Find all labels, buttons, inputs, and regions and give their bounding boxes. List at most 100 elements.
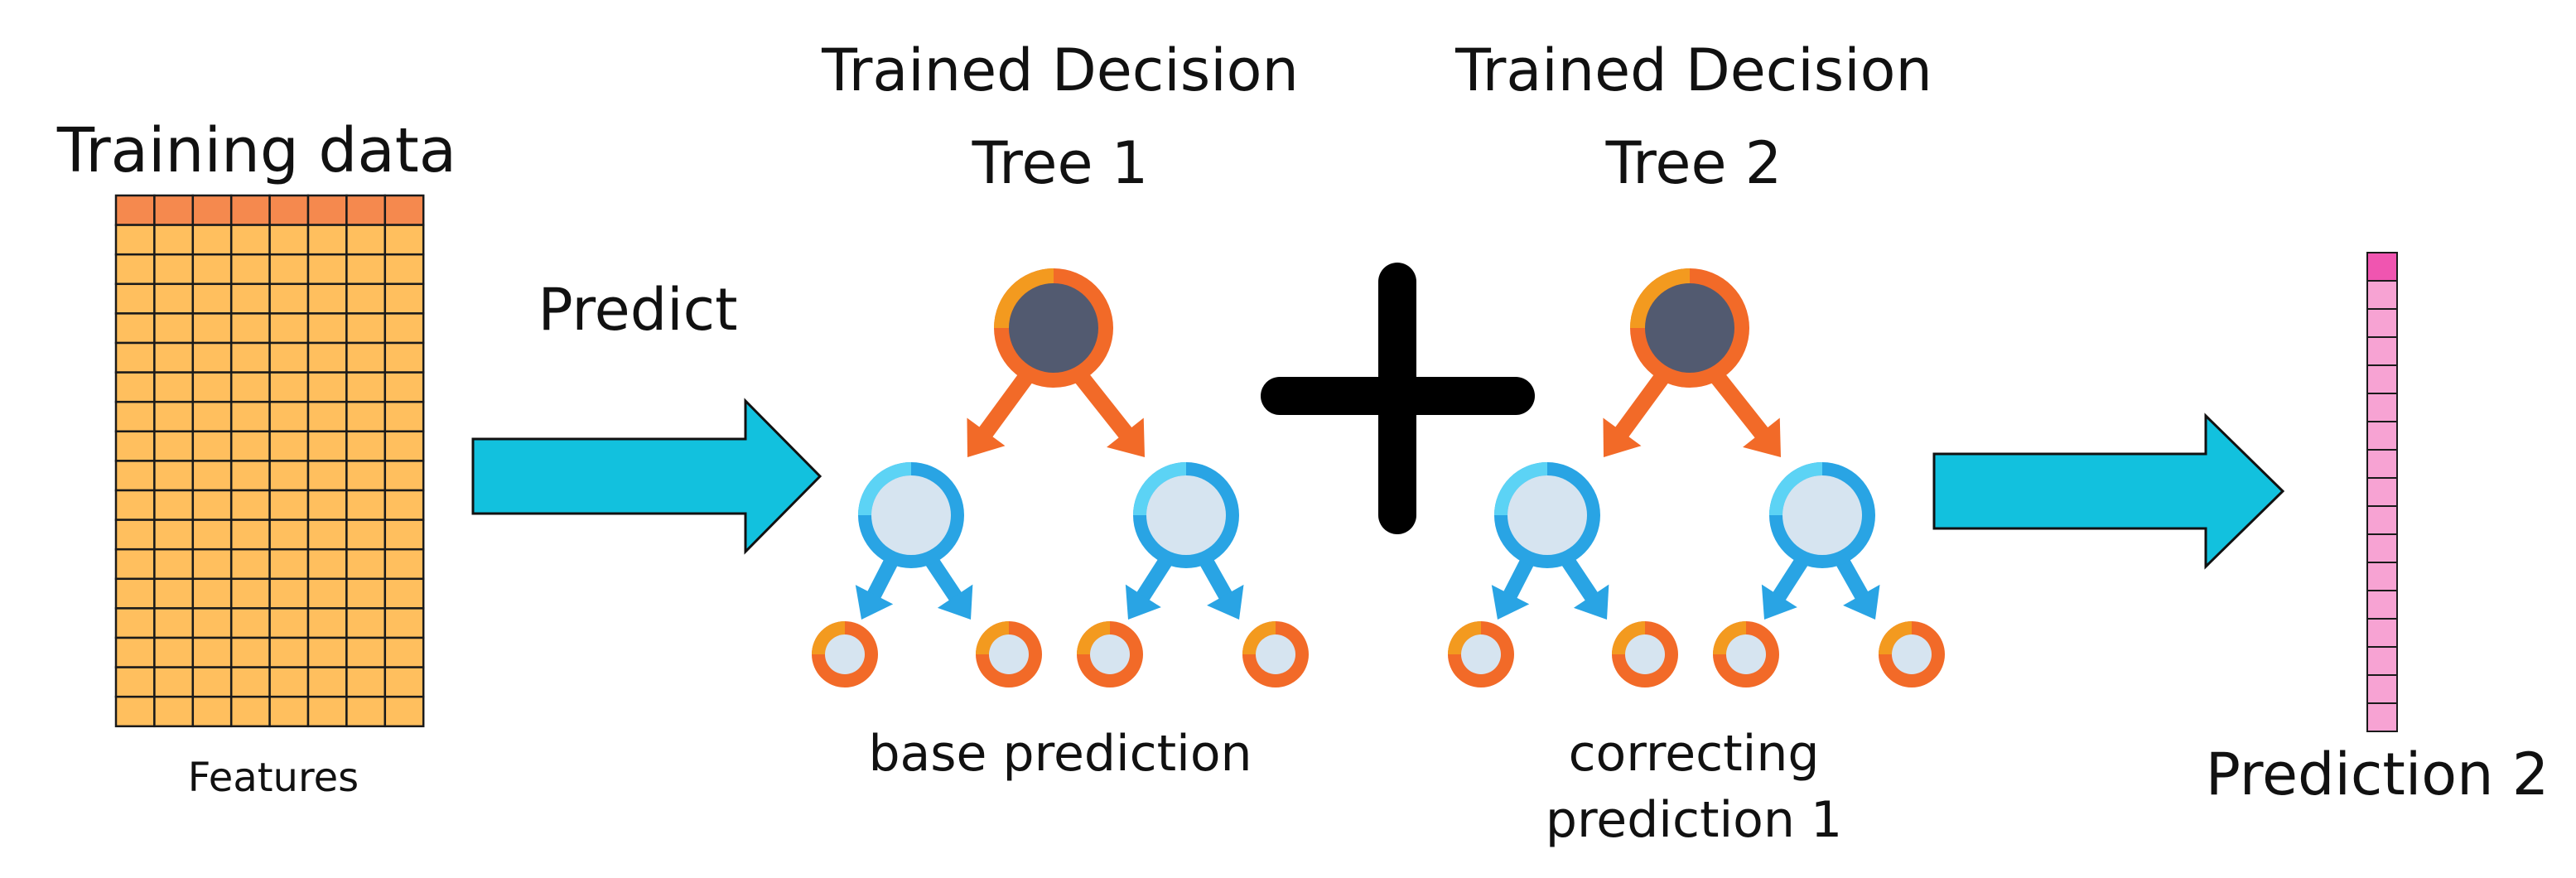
grid-cell [191,460,233,492]
grid-cell [229,430,271,462]
grid-cell [229,460,271,492]
grid-cell [384,312,425,345]
grid-cell [384,666,425,698]
grid-cell [191,666,233,698]
output-cell [2366,702,2398,732]
grid-cell [191,695,233,728]
leaf-node-accent [976,621,1009,654]
split-node-accent [1769,462,1822,515]
tree-edge-arrowhead [1125,584,1161,620]
grid-cell [306,341,348,374]
plus-icon [1261,263,1535,534]
grid-cell [384,253,425,286]
grid-cell [268,666,310,698]
grid-cell [153,519,195,551]
grid-cell [306,519,348,551]
grid-cell [306,224,348,256]
grid-cell [384,400,425,433]
grid-cell [229,194,271,226]
grid-cell [268,371,310,403]
features-label: Features [187,755,359,801]
grid-cell [306,460,348,492]
tree-edge [1070,365,1134,441]
tree-edge-arrowhead [1207,584,1244,620]
tree-edge [1614,365,1673,441]
tree-edge [1706,365,1770,441]
grid-cell [384,282,425,315]
grid-cell [191,253,233,286]
grid-cell [306,636,348,668]
output-cell [2366,646,2398,676]
grid-cell [268,607,310,639]
grid-cell [191,607,233,639]
tree-edge-arrowhead [1743,417,1781,457]
grid-cell [229,548,271,581]
grid-cell [153,312,195,345]
grid-cell [229,341,271,374]
grid-cell [229,519,271,551]
leaf-node-center [989,634,1029,674]
grid-cell [268,489,310,521]
grid-cell [153,194,195,226]
grid-cell [306,666,348,698]
split-node-center [1507,475,1587,555]
grid-cell [114,666,156,698]
leaf-node-center [1256,634,1295,674]
split-node-accent [1133,462,1186,515]
grid-cell [306,371,348,403]
tree1-caption: base prediction [868,725,1252,783]
grid-cell [153,607,195,639]
grid-cell [268,194,310,226]
leaf-node-center [1461,634,1501,674]
leaf-node-accent [812,621,845,654]
grid-cell [345,341,387,374]
leaf-node-accent [1242,621,1276,654]
grid-cell [229,400,271,433]
output-cell [2366,449,2398,479]
training-data-grid [114,194,425,728]
output-cell [2366,477,2398,507]
tree-edge-arrowhead [1603,417,1642,457]
grid-cell [306,430,348,462]
grid-cell [268,224,310,256]
grid-cell [384,341,425,374]
output-cell [2366,590,2398,620]
grid-cell [306,548,348,581]
leaf-node-accent [1713,621,1746,654]
grid-cell [153,666,195,698]
grid-cell [114,312,156,345]
grid-cell [191,400,233,433]
grid-cell [384,548,425,581]
grid-cell [153,460,195,492]
grid-cell [191,489,233,521]
grid-cell [229,371,271,403]
grid-cell [153,489,195,521]
grid-cell [345,548,387,581]
grid-cell [191,224,233,256]
grid-cell [153,371,195,403]
tree2-title-line1: Trained Decision [1455,36,1932,104]
grid-cell [345,371,387,403]
grid-cell [114,577,156,610]
decision-tree-2-icon [1448,268,1945,687]
leaf-node-center [1892,634,1932,674]
grid-cell [268,577,310,610]
tree-edge [977,365,1037,441]
grid-cell [306,282,348,315]
grid-cell [191,282,233,315]
grid-cell [153,636,195,668]
grid-cell [191,430,233,462]
split-node-accent [1494,462,1547,515]
grid-cell [229,312,271,345]
grid-cell [384,636,425,668]
grid-cell [229,253,271,286]
tree-edge-arrowhead [937,584,973,620]
grid-cell [153,282,195,315]
grid-cell [268,519,310,551]
grid-cell [306,312,348,345]
output-cell [2366,364,2398,394]
grid-cell [345,312,387,345]
grid-cell [114,282,156,315]
grid-cell [306,695,348,728]
